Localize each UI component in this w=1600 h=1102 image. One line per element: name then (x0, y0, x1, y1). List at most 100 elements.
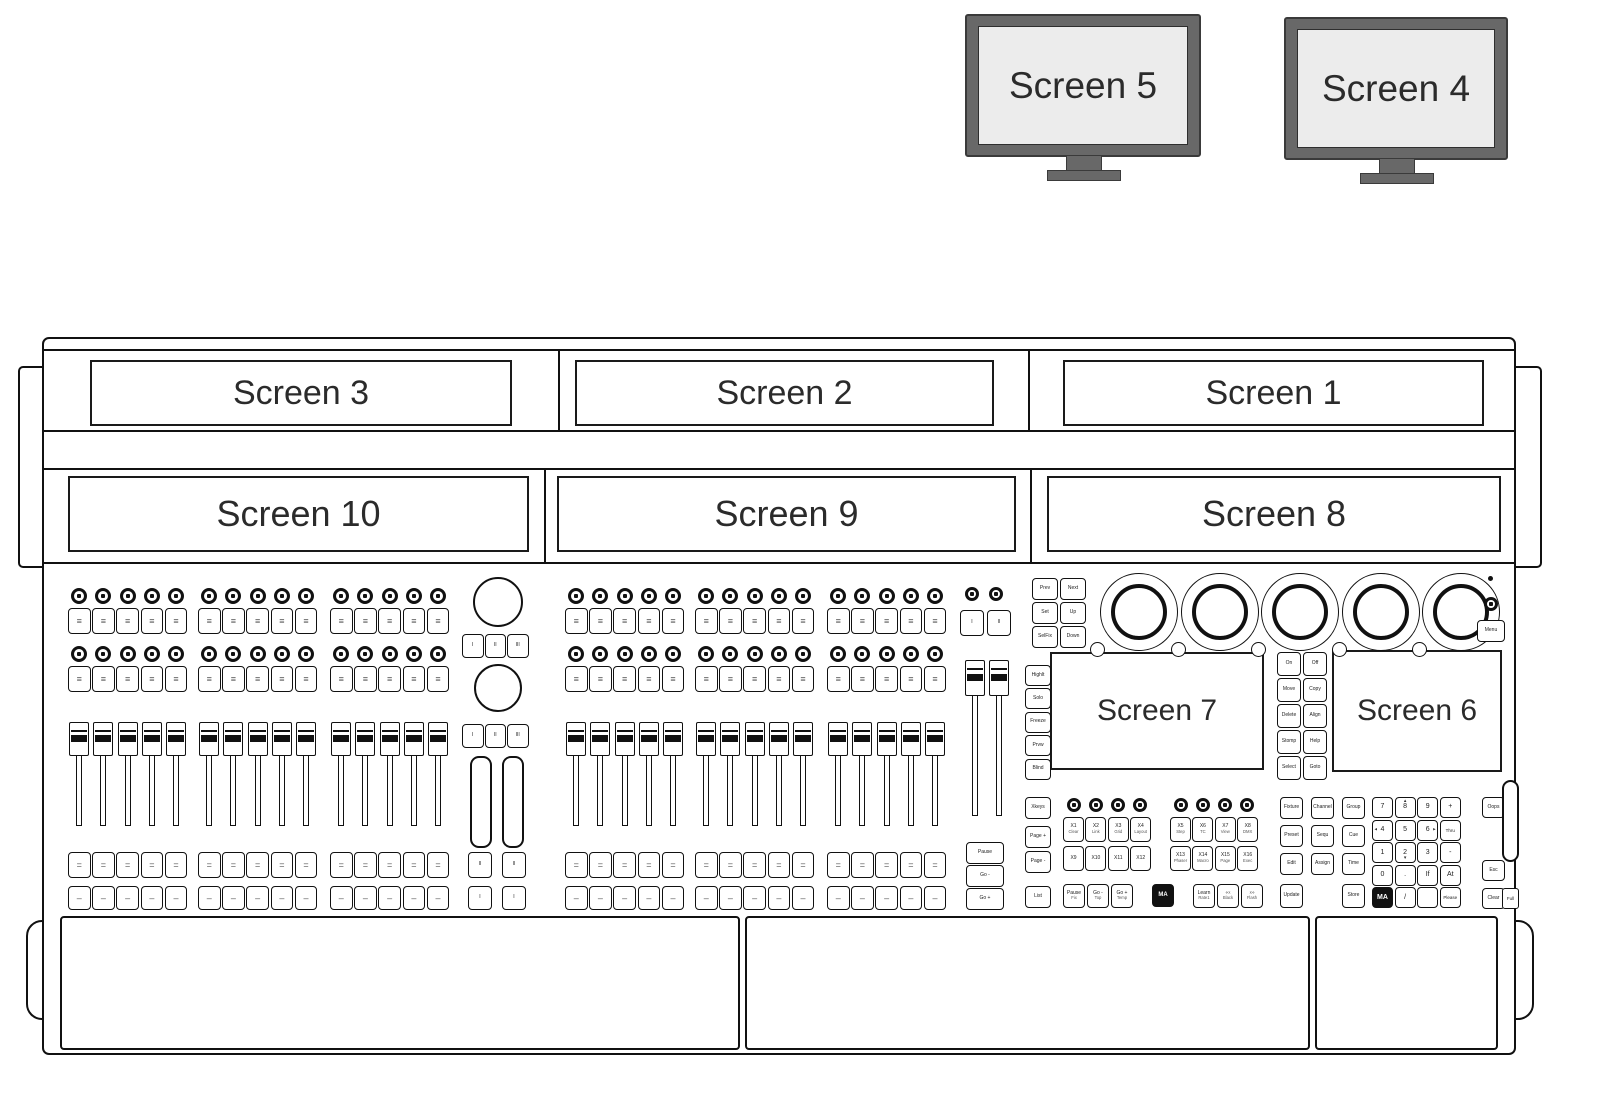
numpad-key[interactable]: + (1439, 797, 1461, 818)
encoder-button[interactable]: ≡ (198, 666, 221, 692)
encoder-key[interactable] (1412, 642, 1427, 657)
rotary-knob[interactable] (698, 588, 715, 604)
rotary-knob[interactable] (430, 646, 447, 662)
executor-fader-cap[interactable] (663, 722, 684, 756)
command-assign-button[interactable]: Assign (1311, 853, 1334, 875)
executor-button[interactable]: = (875, 852, 898, 878)
numpad-key[interactable]: 4◂ (1372, 819, 1393, 841)
executor-button[interactable]: = (222, 852, 245, 878)
encoder-button[interactable]: ≡ (354, 608, 377, 634)
executor-button[interactable]: = (116, 852, 139, 878)
numpad-key[interactable]: 8▴ (1394, 797, 1416, 818)
encoder-button[interactable]: ≡ (402, 666, 426, 692)
executor-fader-cap[interactable] (696, 722, 717, 756)
encoder-button[interactable]: ≡ (613, 666, 636, 692)
rotary-knob[interactable] (746, 588, 763, 604)
command-update-button[interactable]: Update (1280, 884, 1303, 908)
executor-button[interactable]: = (719, 852, 742, 878)
encoder-button[interactable]: ≡ (354, 666, 377, 692)
encoder-button[interactable]: ≡ (743, 608, 766, 634)
numpad-key[interactable]: 6▸ (1417, 819, 1439, 841)
encoder-button[interactable]: ≡ (851, 666, 874, 692)
rotary-knob[interactable] (1240, 798, 1254, 812)
executor-button[interactable]: – (661, 886, 685, 910)
numpad-key[interactable]: At (1439, 864, 1461, 886)
xkeys-column-button[interactable]: List (1025, 886, 1051, 908)
executor-button[interactable]: – (767, 886, 791, 910)
executor-fader-cap[interactable] (166, 722, 187, 756)
rotary-knob[interactable] (568, 646, 585, 662)
executor-fader-cap[interactable] (403, 722, 424, 756)
rotary-knob[interactable] (1089, 798, 1103, 812)
command-group-button[interactable]: Group (1342, 797, 1365, 819)
encoder-button[interactable]: ≡ (899, 666, 923, 692)
encoder-button[interactable]: ≡ (827, 666, 850, 692)
wheel-assign-button[interactable]: III (507, 634, 529, 658)
xkey-button[interactable]: X10 (1085, 846, 1107, 871)
executor-button[interactable]: = (140, 852, 164, 878)
encoder-button[interactable]: ≡ (637, 666, 661, 692)
executor-button[interactable]: = (923, 852, 947, 878)
executor-fader-cap[interactable] (925, 722, 946, 756)
executor-fader-cap[interactable] (793, 722, 814, 756)
rotary-knob[interactable] (854, 646, 871, 662)
rotary-knob[interactable] (405, 646, 422, 662)
executor-button[interactable]: = (827, 852, 850, 878)
encoder-button[interactable]: ≡ (589, 666, 612, 692)
command-fixture-button[interactable]: Fixture (1280, 797, 1303, 819)
rotary-knob[interactable] (795, 646, 812, 662)
exec-pair-button[interactable]: I (468, 886, 492, 910)
executor-button[interactable]: – (637, 886, 661, 910)
executor-button[interactable]: = (589, 852, 612, 878)
executor-button[interactable]: – (246, 886, 269, 910)
executor-button[interactable]: – (923, 886, 947, 910)
rotary-knob[interactable] (143, 588, 160, 604)
numpad-key[interactable]: / (1394, 887, 1416, 909)
rotary-knob[interactable] (168, 646, 185, 662)
edit-delete-button[interactable]: Delete (1277, 704, 1301, 728)
numpad-key[interactable]: 7 (1372, 797, 1393, 818)
rotary-knob[interactable] (854, 588, 871, 604)
executor-button[interactable]: = (637, 852, 661, 878)
rotary-knob[interactable] (665, 588, 682, 604)
rotary-knob[interactable] (405, 588, 422, 604)
function-highlt-button[interactable]: Highlt (1025, 665, 1051, 686)
edit-goto-button[interactable]: Goto (1303, 756, 1327, 780)
executor-button[interactable]: – (198, 886, 221, 910)
wheel-assign-button[interactable]: II (484, 724, 506, 748)
wheel-assign-button[interactable]: II (484, 634, 506, 658)
executor-fader-cap[interactable] (720, 722, 741, 756)
function-freeze-button[interactable]: Freeze (1025, 711, 1051, 733)
wheel-assign-button[interactable]: III (507, 724, 529, 748)
rotary-knob[interactable] (592, 646, 609, 662)
command-preset-button[interactable]: Preset (1280, 825, 1303, 847)
menu-button[interactable]: Menu (1477, 620, 1505, 642)
executor-button[interactable]: – (294, 886, 318, 910)
rotary-knob[interactable] (119, 646, 136, 662)
executor-fader-cap[interactable] (117, 722, 138, 756)
executor-button[interactable]: – (743, 886, 766, 910)
nav-selfix-button[interactable]: SelFix (1032, 626, 1058, 648)
numpad-key[interactable]: . (1394, 864, 1416, 886)
executor-button[interactable]: = (164, 852, 188, 878)
rotary-knob[interactable] (927, 588, 944, 604)
executor-button[interactable]: = (68, 852, 91, 878)
rate-button[interactable]: ‹‹‹Black (1217, 884, 1239, 908)
executor-button[interactable]: – (719, 886, 742, 910)
encoder-button[interactable]: ≡ (164, 608, 188, 634)
encoder-button[interactable]: ≡ (791, 666, 815, 692)
executor-button[interactable]: – (875, 886, 898, 910)
rotary-knob[interactable] (795, 588, 812, 604)
executor-fader-cap[interactable] (247, 722, 268, 756)
executor-button[interactable]: – (827, 886, 850, 910)
executor-fader-cap[interactable] (566, 722, 587, 756)
rotary-knob[interactable] (746, 646, 763, 662)
rotary-knob[interactable] (698, 646, 715, 662)
rotary-knob[interactable] (568, 588, 585, 604)
executor-button[interactable]: = (695, 852, 718, 878)
